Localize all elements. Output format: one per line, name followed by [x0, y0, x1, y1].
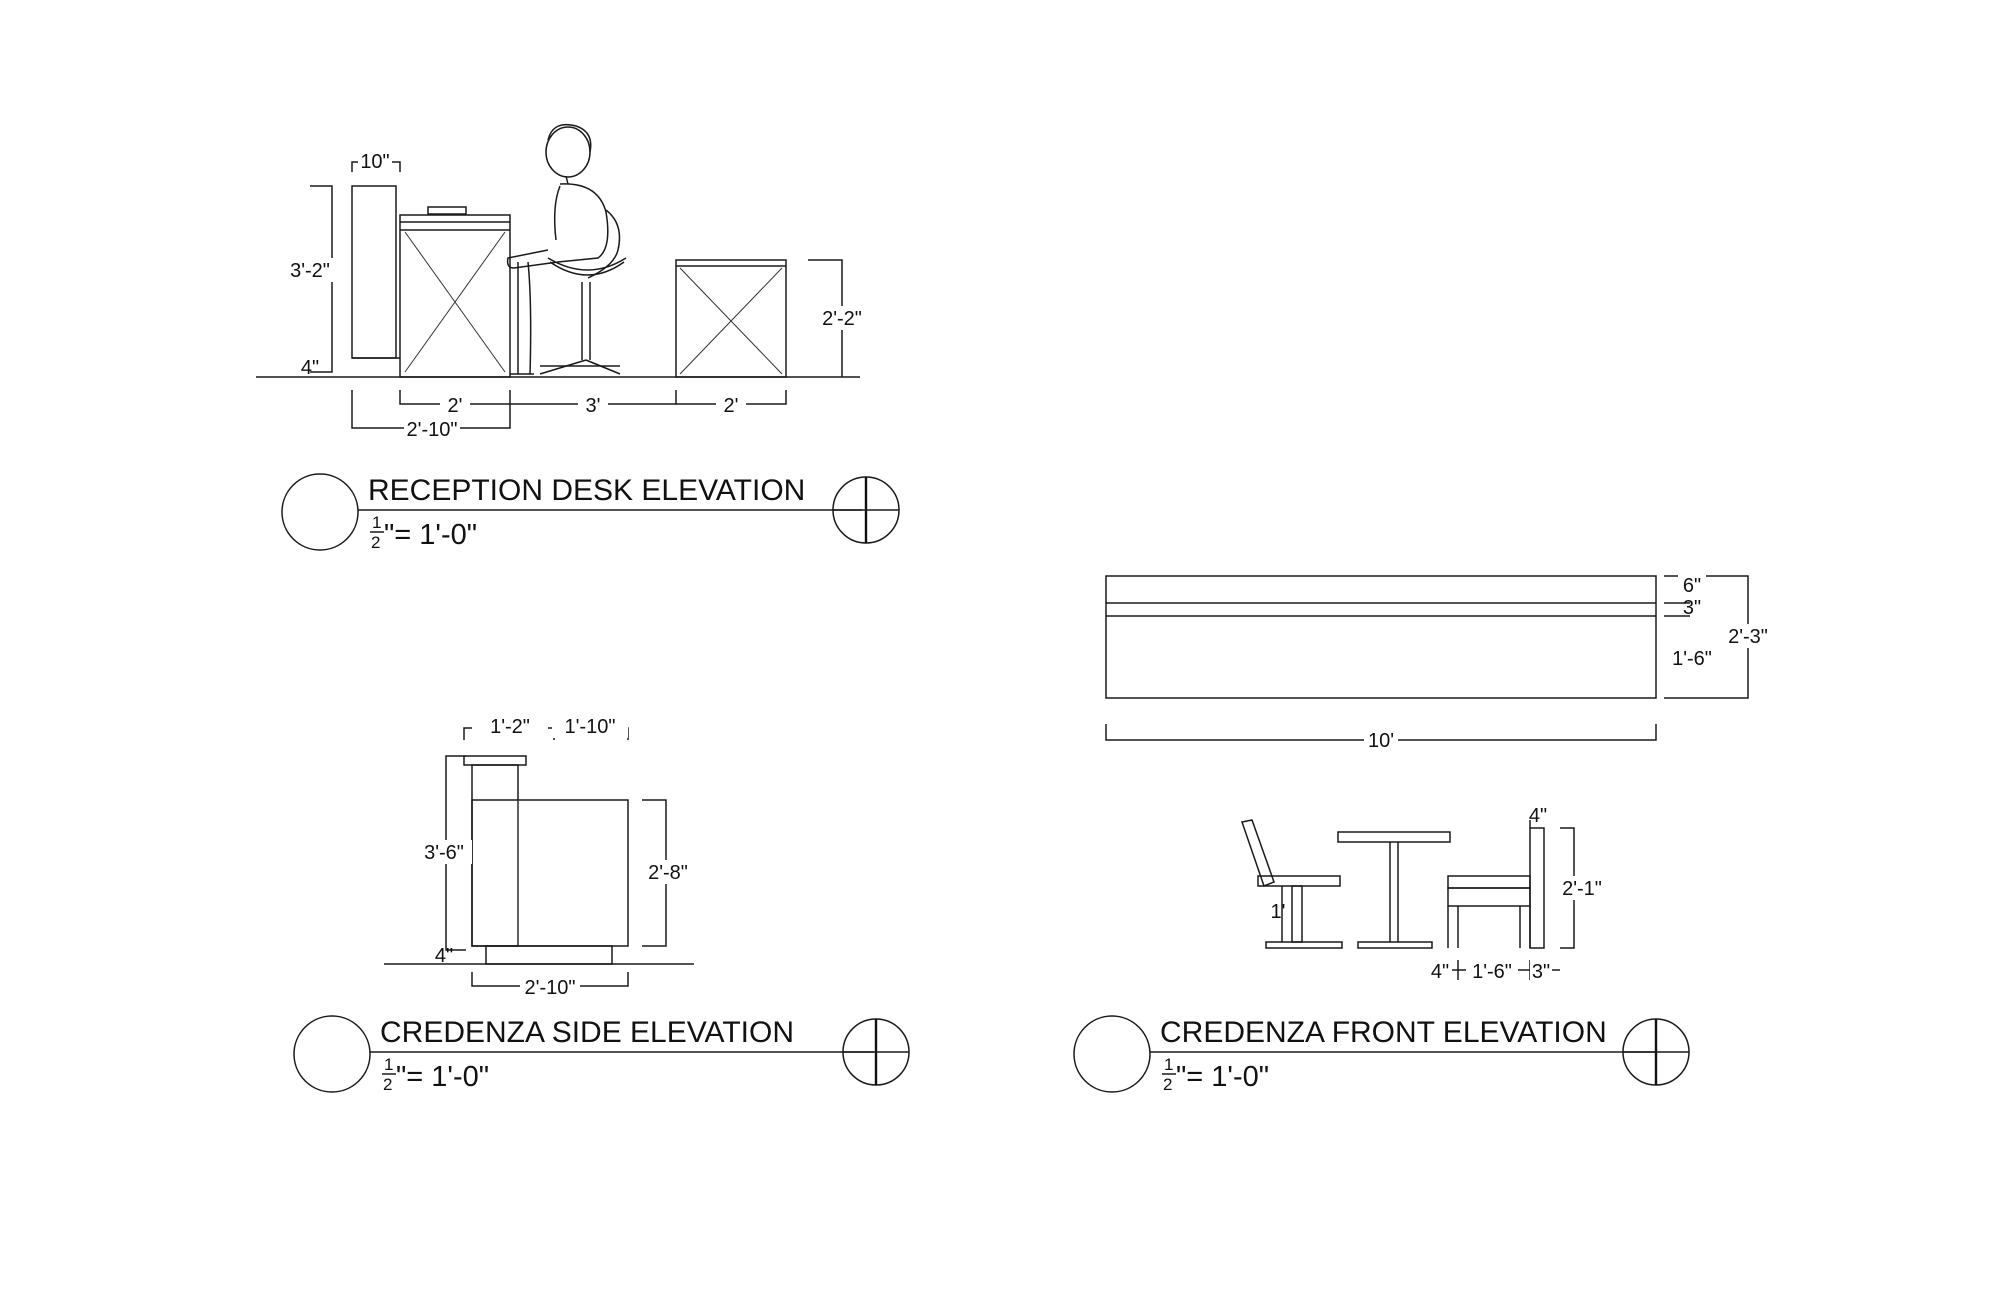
dim-body: 1'-6": [1672, 648, 1712, 670]
scale-denominator: 2: [371, 533, 380, 552]
dim-overall: 2'-10": [407, 419, 458, 441]
credenza-body: [1105, 575, 1657, 699]
scale-denominator: 2: [383, 1075, 392, 1094]
back-cap: [463, 755, 527, 766]
scale-denominator: 2: [1163, 1075, 1172, 1094]
reception-desk-elevation: 10" 3'-2" 4" 2' 3' 2' 2'-2" 2'-10" RECEP…: [256, 123, 900, 552]
dim-foot-left: 4": [1431, 961, 1449, 983]
credenza-side-elevation: 1'-2" 1'-10" 3'-6" 2'-8" 4" 2'-10" CREDE…: [293, 714, 910, 1094]
dim-desk-depth: 2': [448, 395, 463, 417]
detail-callout-circle: [281, 473, 359, 551]
north-arrow-icon: [832, 476, 900, 544]
north-arrow-icon: [1622, 1018, 1690, 1086]
detail-callout-circle: [293, 1015, 371, 1093]
dim-booth-height: 2'-1": [1562, 878, 1602, 900]
drawing-title: RECEPTION DESK ELEVATION: [368, 474, 805, 507]
dim-cube-height: 2'-2": [822, 308, 862, 330]
booth-seat: [1447, 820, 1545, 949]
cafe-table: [1337, 831, 1451, 949]
dim-overall-height: 2'-3": [1728, 626, 1768, 648]
drawing-title: CREDENZA SIDE ELEVATION: [380, 1016, 794, 1049]
dining-chair: [1241, 819, 1343, 949]
seated-person-figure: [506, 123, 621, 375]
dim-top-right: 1'-10": [565, 716, 616, 738]
dim-clearance: 3': [586, 395, 601, 417]
detail-callout-circle: [1073, 1015, 1151, 1093]
drawing-title: CREDENZA FRONT ELEVATION: [1160, 1016, 1607, 1049]
scale-text: "= 1'-0": [1176, 1061, 1269, 1093]
dim-seat-depth: 1'-6": [1472, 961, 1512, 983]
scale-numerator: 1: [1164, 1055, 1173, 1074]
desk-phone: [427, 206, 467, 215]
dim-panel-height: 3'-2": [290, 260, 330, 282]
dim-panel-width: 10": [360, 151, 389, 173]
dim-seat-height: 2'-8": [648, 862, 688, 884]
scale-text: "= 1'-0": [396, 1061, 489, 1093]
plinth: [485, 945, 613, 965]
dim-base: 4": [301, 357, 319, 379]
dim-height: 3'-6": [424, 842, 464, 864]
task-chair: [539, 257, 627, 375]
dim-booth-top: 4": [1529, 805, 1547, 827]
desk-body: [399, 214, 511, 378]
scale-numerator: 1: [384, 1055, 393, 1074]
dim-width: 2'-10": [525, 977, 576, 999]
seat-body: [471, 799, 629, 947]
dim-foot-right: 3": [1532, 961, 1550, 983]
dim-top-left: 1'-2": [490, 716, 530, 738]
dim-length: 10': [1368, 730, 1394, 752]
credenza-front-elevation: 6" 3" 1'-6" 2'-3" 10': [1073, 574, 1774, 1094]
north-arrow-icon: [842, 1018, 910, 1086]
dim-leg: 1': [1271, 901, 1286, 923]
dim-top-band: 6": [1683, 575, 1701, 597]
side-cube: [675, 259, 787, 378]
scale-numerator: 1: [372, 513, 381, 532]
dim-mid-band: 3": [1683, 597, 1701, 619]
dim-base: 4": [435, 945, 453, 967]
back-panel: [471, 764, 519, 947]
scale-text: "= 1'-0": [384, 519, 477, 551]
privacy-panel: [351, 185, 397, 359]
dim-cube-width: 2': [724, 395, 739, 417]
